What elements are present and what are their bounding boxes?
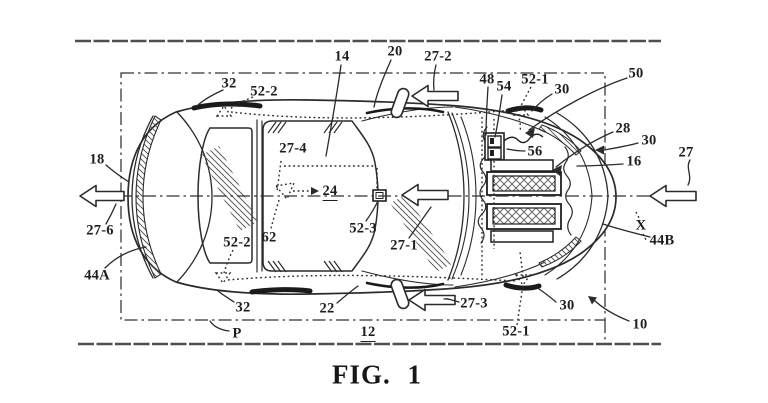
airflow-arrow-27-2 — [411, 84, 459, 108]
boundary-lines — [75, 39, 661, 346]
leader-arrowheads — [525, 127, 604, 305]
harness-wavy-line — [503, 133, 544, 144]
figure-caption: FIG. 1 — [331, 359, 423, 390]
reference-plane-box — [120, 72, 606, 344]
windshield-hatch — [201, 146, 258, 231]
airflow-arrow-27 — [649, 184, 697, 208]
airflow-arrows — [79, 84, 697, 312]
rear-window-hatch — [390, 195, 452, 272]
bottom-fin — [390, 278, 410, 310]
top-fin — [390, 87, 410, 119]
heat-exchangers — [486, 159, 562, 243]
airflow-arrow-27-3 — [408, 288, 456, 312]
aero-fins — [390, 87, 410, 310]
airflow-arrow-27-6 — [79, 184, 125, 208]
dotted-leaders — [223, 86, 532, 326]
airflow-arrow-27-1 — [401, 183, 449, 207]
arrow-to-24 — [311, 187, 319, 195]
trim-strips — [191, 101, 544, 295]
taillight-strip-top — [538, 124, 582, 156]
vehicle-body — [127, 98, 617, 296]
taillight-strip-bottom — [538, 236, 582, 268]
dotted-lines — [214, 103, 647, 287]
leader-lines — [104, 59, 691, 332]
sensor-bracket — [484, 132, 544, 161]
glass-hatch-bands — [201, 146, 452, 272]
windshield — [197, 127, 253, 264]
pillar-ticks — [267, 121, 343, 273]
headlight-strip — [135, 115, 162, 279]
